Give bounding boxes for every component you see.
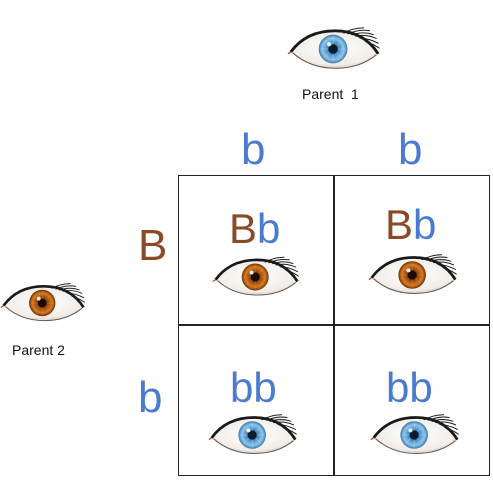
row-allele-1: B [138,221,168,270]
dominant-allele: B [229,205,258,252]
dominant-allele: B [385,201,414,248]
blue-eye-icon [287,24,383,74]
recessive-allele: b [257,205,281,252]
recessive-allele: b [413,201,437,248]
grid-divider-vertical [333,175,335,476]
column-allele-1: b [241,125,266,174]
parent-1-label: Parent 1 [302,86,359,102]
row-allele-2: b [138,373,163,422]
cell-genotype-2: Bb [385,204,436,246]
brown-eye-icon [0,280,88,326]
parent-2-label: Parent 2 [12,342,65,358]
cell-genotype-4: bb [386,364,433,411]
brown-eye-icon [212,254,302,300]
grid-divider-horizontal [178,324,490,326]
cell-genotype-3: bb [230,364,277,411]
column-allele-2: b [398,125,423,174]
brown-eye-icon [368,251,460,299]
blue-eye-icon [370,412,462,458]
cell-genotype-1: Bb [229,208,280,250]
blue-eye-icon [208,412,300,458]
